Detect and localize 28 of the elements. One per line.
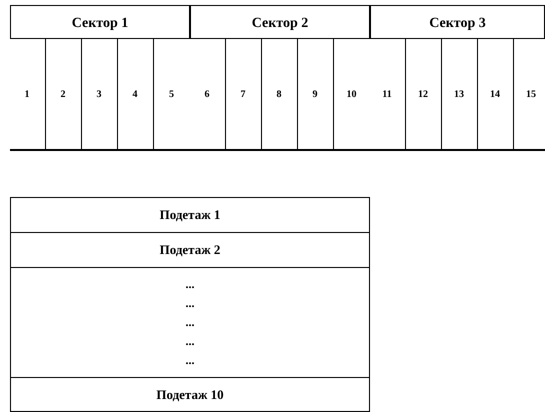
ellipsis-text: ... [186, 295, 194, 312]
numbered-cell: 11 [370, 38, 406, 149]
sector-column [370, 5, 545, 151]
ellipsis-text: ... [186, 276, 194, 293]
ellipsis-text: ... [186, 333, 194, 350]
table-row: Подетаж 10 [10, 377, 370, 412]
sector-heading: Сектор 3 [429, 16, 486, 32]
ellipsis-text: ... [186, 352, 194, 369]
numbered-cell: 2 [46, 38, 82, 149]
table-row [10, 267, 370, 378]
sector-heading: Сектор 1 [72, 16, 128, 32]
numbered-cell: 14 [478, 38, 514, 149]
numbered-cell: 3 [82, 38, 118, 149]
numbered-cell: 5 [154, 38, 190, 149]
table-row: Подетаж 2 [10, 232, 370, 268]
sector-heading: Сектор 2 [252, 16, 308, 32]
numbered-cell: 10 [334, 38, 370, 149]
numbered-cell: 9 [298, 38, 334, 149]
ellipsis-text: ... [186, 314, 194, 331]
numbered-cell: 13 [442, 38, 478, 149]
numbered-cell: 1 [10, 38, 46, 149]
numbered-cell: 12 [406, 38, 442, 149]
numbered-cell: 15 [514, 38, 545, 149]
numbered-cell: 4 [118, 38, 154, 149]
numbered-cell: 8 [262, 38, 298, 149]
numbered-cell: 7 [226, 38, 262, 149]
table-row: Подетаж 1 [10, 197, 370, 233]
numbered-cell: 6 [190, 38, 226, 149]
